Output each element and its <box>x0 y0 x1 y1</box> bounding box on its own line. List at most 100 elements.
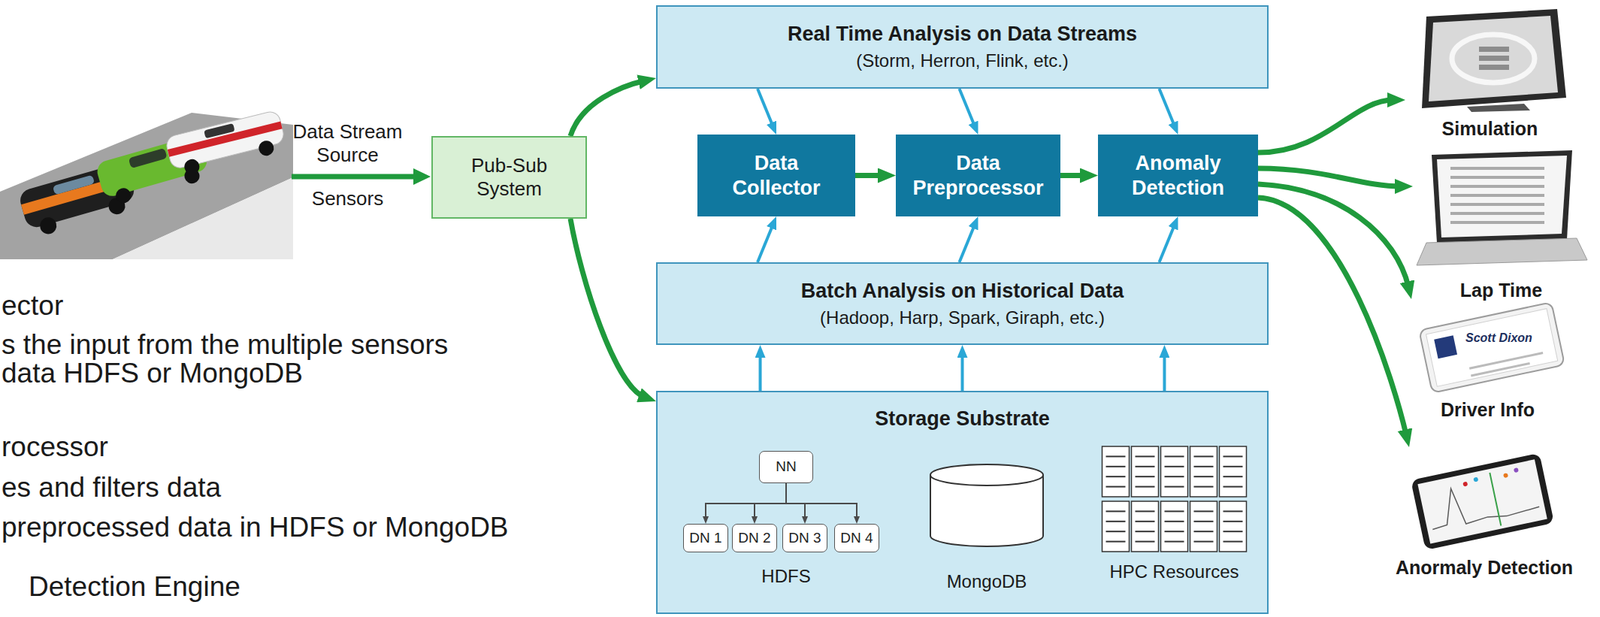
server-slot <box>1135 486 1156 488</box>
server-slot <box>1164 530 1185 533</box>
anomaly-marker <box>1489 472 1501 526</box>
node-label: MongoDB <box>946 571 1028 593</box>
car-wheel <box>38 215 59 236</box>
menu-bar <box>1479 55 1510 61</box>
server-slot <box>1223 541 1244 543</box>
server-rack: HPC Resources <box>1093 445 1256 583</box>
server-slot <box>1164 510 1185 512</box>
node-label: Data Collector <box>719 151 833 200</box>
flow-arrow <box>1159 223 1176 263</box>
server-unit <box>1131 446 1159 497</box>
server-slot <box>1164 486 1185 488</box>
tablet-stand <box>1466 103 1531 112</box>
server-slot <box>1106 541 1126 543</box>
node-label: Driver Info <box>1440 399 1535 421</box>
node-label: (Storm, Herron, Flink, etc.) <box>855 50 1069 72</box>
server-slot <box>1223 455 1244 457</box>
car-wheel <box>114 186 134 206</box>
text-label-box: Sensors <box>285 187 410 211</box>
server-unit <box>1102 501 1130 552</box>
server-slot <box>1194 520 1214 523</box>
text-label: preprocessed data in HDFS or MongoDB <box>1 513 509 542</box>
server-slot <box>1106 475 1126 478</box>
phone-screen <box>1417 459 1547 544</box>
flow-arrow <box>1258 197 1407 436</box>
datanode-box: DN 3 <box>782 523 828 553</box>
flow-arrow <box>754 483 787 520</box>
flow-arrow <box>959 88 976 128</box>
server-slot <box>1164 465 1185 468</box>
text-label-box: Data Stream Source <box>285 120 410 167</box>
car-window <box>203 123 235 139</box>
server-slot <box>1135 475 1156 478</box>
server-slot <box>1135 510 1156 512</box>
flow-arrow <box>1060 172 1086 179</box>
phone-chart-icon <box>1410 453 1555 551</box>
server-slot <box>1194 455 1214 457</box>
pubsub-box: Pub-Sub System <box>431 136 587 219</box>
car-window <box>128 148 168 169</box>
text-label-box: data HDFS or MongoDB <box>1 359 303 388</box>
stream-line <box>291 174 418 180</box>
server-slot <box>1194 465 1214 468</box>
node-label: DN 1 <box>689 530 722 547</box>
node-label: HPC Resources <box>1109 561 1239 583</box>
text-label: Data Stream Source <box>285 120 410 167</box>
text-label: es and filters data <box>1 473 221 502</box>
flow-arrow <box>570 80 645 137</box>
server-slot <box>1164 475 1185 478</box>
node-label: Batch Analysis on Historical Data <box>801 279 1125 303</box>
text-label-box: HDFS <box>748 565 824 587</box>
table-row <box>1450 166 1545 170</box>
analysis-band: Batch Analysis on Historical Data (Hadoop… <box>656 262 1269 345</box>
race-track <box>0 112 294 260</box>
server-unit <box>1219 501 1247 552</box>
text-label-box: es and filters data <box>1 473 221 502</box>
data-dot <box>1462 481 1468 487</box>
device-node: Simulation <box>1405 6 1575 140</box>
table-row <box>1450 193 1545 197</box>
signal-trace <box>1424 471 1540 532</box>
server-slot <box>1135 541 1156 543</box>
server-unit <box>1102 446 1130 497</box>
node-label: (Hadoop, Harp, Spark, Giraph, etc.) <box>819 307 1105 329</box>
node-label: DN 3 <box>788 530 821 547</box>
text-label: Sensors <box>311 187 384 211</box>
text-label-box: ector <box>1 291 64 320</box>
device-node: Anormaly Detection <box>1390 447 1579 579</box>
text-label: Scott Dixon <box>1465 331 1533 345</box>
text-label: rocessor <box>1 432 109 461</box>
server-unit <box>1219 446 1247 497</box>
device-node: Lap Time <box>1412 147 1590 302</box>
text-label-box: Detection Engine <box>28 572 241 601</box>
server-unit <box>1190 446 1218 497</box>
server-slot <box>1106 486 1126 488</box>
server-slot <box>1194 510 1214 512</box>
node-label: Anormaly Detection <box>1395 556 1573 579</box>
flow-arrow <box>1162 353 1166 391</box>
table-row <box>1450 184 1545 188</box>
menu-bar <box>1479 64 1510 70</box>
text-label-box: preprocessed data in HDFS or MongoDB <box>1 513 509 542</box>
tablet-icon <box>1421 9 1567 112</box>
car-stripe <box>167 121 283 158</box>
server-slot <box>1194 475 1214 478</box>
server-slot <box>1135 520 1156 523</box>
server-slot <box>1194 530 1214 533</box>
server-slot <box>1223 510 1244 512</box>
text-label-box: Scott Dixon <box>1465 331 1533 345</box>
text-label: data HDFS or MongoDB <box>1 359 303 388</box>
process-box: Anomaly Detection <box>1097 134 1259 217</box>
server-slot <box>1106 465 1126 468</box>
datanode-box: DN 2 <box>731 523 778 553</box>
car-window <box>52 175 95 196</box>
text-label: HDFS <box>761 565 811 587</box>
process-box: Data Collector <box>697 134 856 217</box>
database-cylinder-outline <box>928 462 1046 548</box>
text-label: s the input from the multiple sensors <box>1 330 448 359</box>
server-slot <box>1194 486 1214 488</box>
car-wheel <box>182 157 201 176</box>
server-unit <box>1161 446 1189 497</box>
laptop-screen <box>1436 155 1567 238</box>
storage-band: Storage SubstrateNNDN 1DN 2DN 3DN 4Mongo… <box>656 390 1269 614</box>
